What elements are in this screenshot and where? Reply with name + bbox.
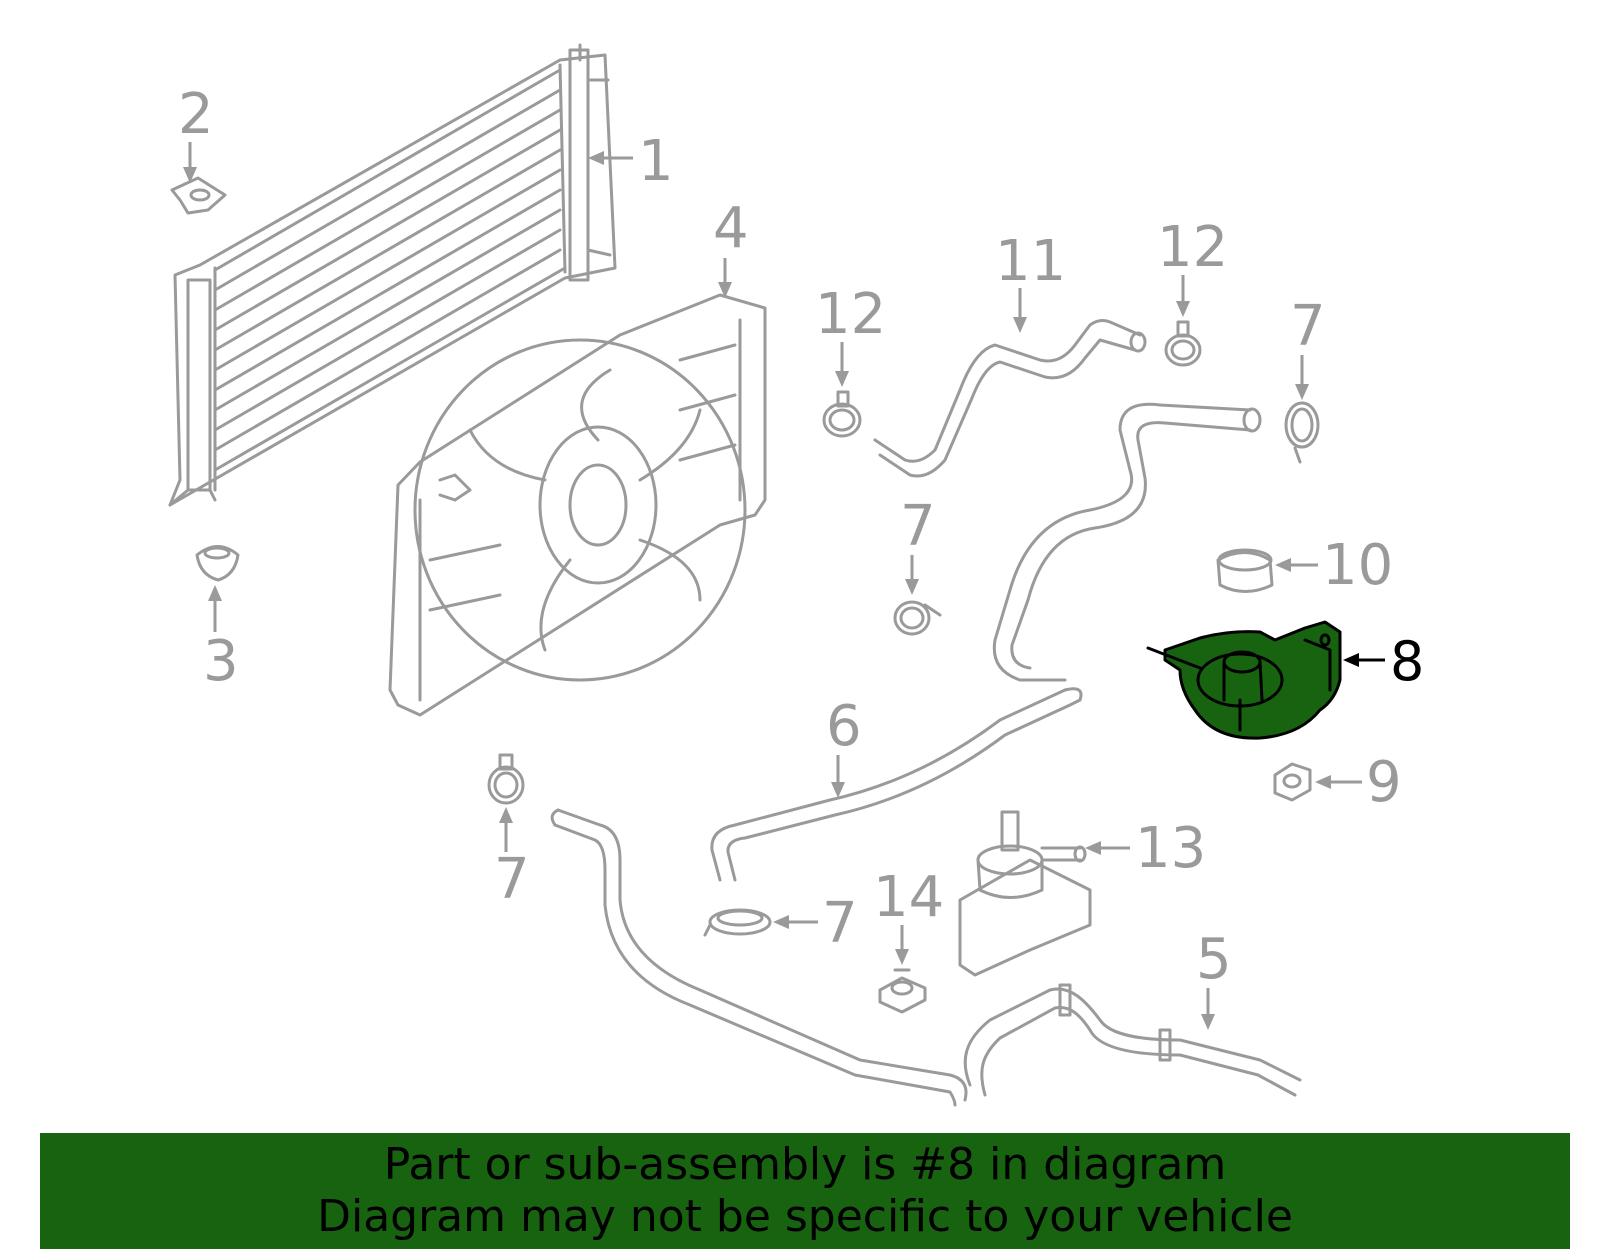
reservoir-part-8[interactable] [1146,620,1342,740]
clamp-part-7b[interactable] [893,600,942,636]
callout-7a: 7 [1290,294,1326,359]
callout-1: 1 [638,129,674,194]
callout-8: 8 [1390,630,1424,693]
clamp-part-7d[interactable] [703,908,772,937]
callout-7c: 7 [494,847,530,912]
lower-hose[interactable] [550,808,968,1107]
radiator-part[interactable] [168,43,617,507]
insulator-part-3[interactable] [195,545,240,582]
hose-part-11[interactable] [873,319,1147,478]
callout-14: 14 [873,865,944,930]
clamp-part-7c[interactable] [487,753,525,805]
callout-10: 10 [1322,533,1393,598]
callout-9: 9 [1366,750,1402,815]
clamp-part-12a[interactable] [822,390,862,438]
callout-7b: 7 [900,494,936,559]
nut-part-14[interactable] [878,968,927,1014]
banner-line-2: Diagram may not be specific to your vehi… [317,1191,1293,1242]
callout-12a: 12 [815,282,886,347]
hose-part-6[interactable] [710,687,1083,882]
clamp-part-7a[interactable] [1284,401,1320,464]
pump-part-13[interactable] [958,810,1092,977]
callout-6: 6 [826,694,862,759]
callout-4: 4 [713,196,749,261]
banner-line-1: Part or sub-assembly is #8 in diagram [383,1139,1227,1190]
callout-2: 2 [178,82,214,147]
info-banner: Part or sub-assembly is #8 in diagram Di… [40,1133,1570,1249]
nut-part-9[interactable] [1273,762,1312,802]
fan-shroud-part[interactable] [388,293,767,717]
callout-11: 11 [995,229,1066,294]
callout-3: 3 [203,629,239,694]
hose-part-5[interactable] [963,983,1302,1097]
bracket-part-2[interactable] [170,176,227,215]
callout-12b: 12 [1157,215,1228,280]
clamp-part-12b[interactable] [1164,320,1202,367]
upper-hose[interactable] [992,402,1262,682]
callout-5: 5 [1196,927,1232,992]
callout-7d: 7 [822,891,858,956]
cap-part-10[interactable] [1216,548,1274,593]
callout-arrows [183,142,1385,1030]
callout-13: 13 [1135,816,1206,881]
